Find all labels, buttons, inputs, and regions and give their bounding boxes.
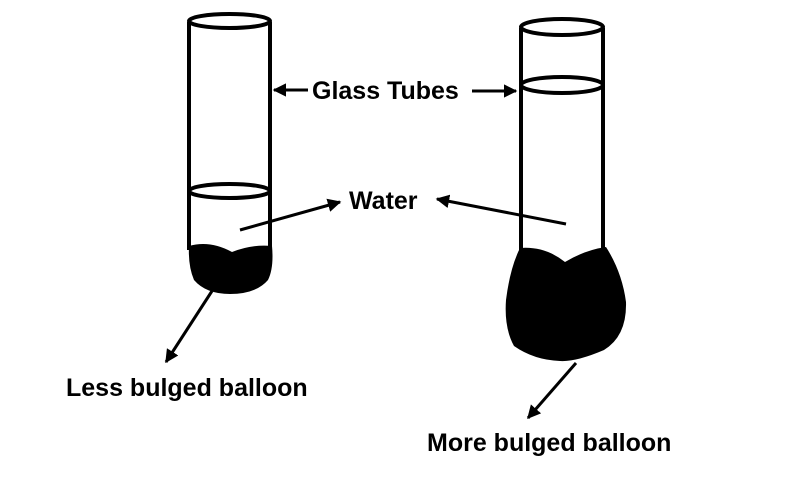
- more-bulged-balloon-label: More bulged balloon: [427, 429, 672, 457]
- arrow-less-bulged: [164, 290, 214, 364]
- right-tube-water-surface: [519, 75, 605, 95]
- right-tube-top-rim: [519, 17, 605, 37]
- left-glass-tube: [187, 12, 272, 250]
- right-balloon: [505, 247, 627, 362]
- left-tube-water-surface: [187, 182, 272, 200]
- glass-tubes-label: Glass Tubes: [312, 77, 459, 105]
- arrow-water-right: [435, 194, 567, 226]
- right-glass-tube: [519, 17, 605, 252]
- arrow-more-bulged: [526, 362, 578, 420]
- left-balloon: [188, 244, 273, 294]
- water-label: Water: [349, 187, 418, 215]
- arrow-water-left: [239, 198, 342, 232]
- left-tube-top-rim: [187, 12, 272, 30]
- less-bulged-balloon-label: Less bulged balloon: [66, 374, 308, 402]
